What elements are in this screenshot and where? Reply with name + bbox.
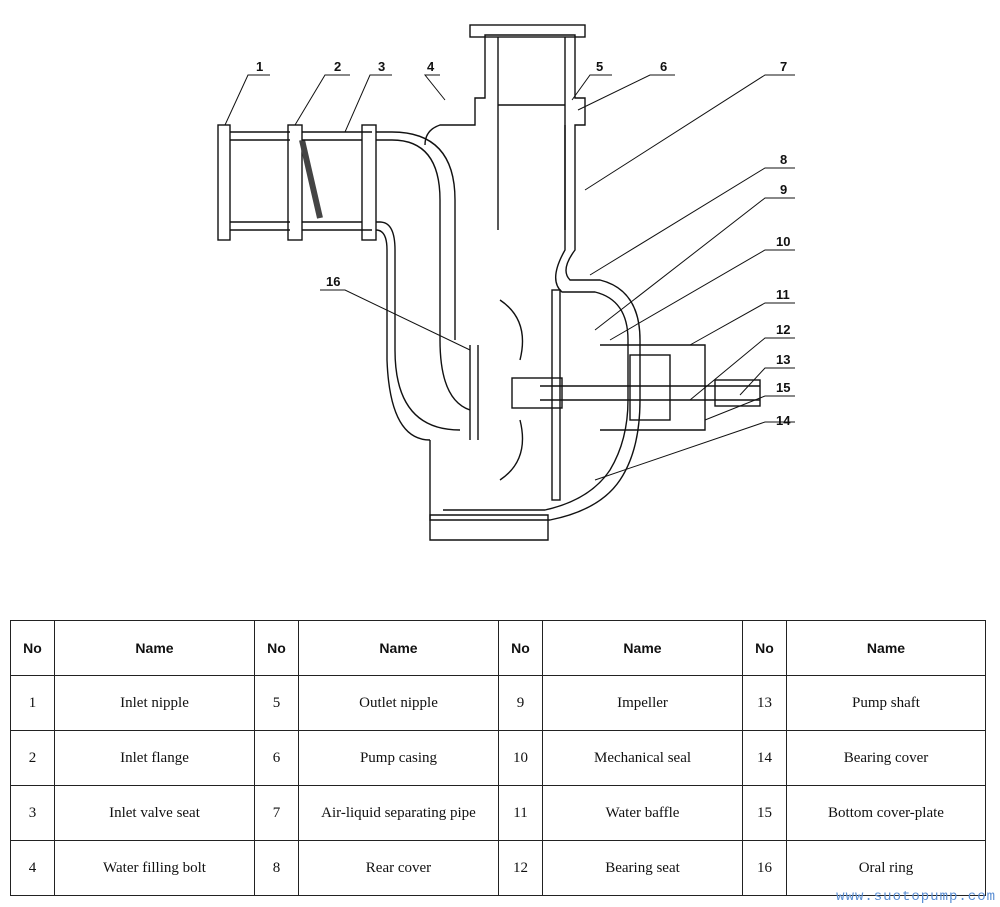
table-row: 4 Water filling bolt 8 Rear cover 12 Bea… bbox=[10, 840, 986, 896]
part-name: Mechanical seal bbox=[542, 730, 743, 786]
part-name: Bottom cover-plate bbox=[786, 785, 986, 841]
inlet-nipple bbox=[217, 124, 290, 241]
part-no: 9 bbox=[498, 675, 543, 731]
part-no: 2 bbox=[10, 730, 55, 786]
callout-13: 13 bbox=[776, 352, 790, 367]
part-no: 3 bbox=[10, 785, 55, 841]
callout-11: 11 bbox=[776, 287, 790, 302]
part-no: 10 bbox=[498, 730, 543, 786]
part-no: 15 bbox=[742, 785, 787, 841]
part-name: Bearing cover bbox=[786, 730, 986, 786]
part-name: Oral ring bbox=[786, 840, 986, 896]
callout-10: 10 bbox=[776, 234, 790, 249]
part-no: 1 bbox=[10, 675, 55, 731]
callout-numbers: 1 2 3 4 5 6 7 8 9 10 11 12 13 15 14 16 bbox=[256, 59, 791, 428]
part-name: Pump shaft bbox=[786, 675, 986, 731]
callout-6: 6 bbox=[660, 59, 667, 74]
part-name: Inlet nipple bbox=[54, 675, 255, 731]
callout-8: 8 bbox=[780, 152, 787, 167]
callout-16: 16 bbox=[326, 274, 340, 289]
header-name: Name bbox=[54, 620, 255, 676]
callout-9: 9 bbox=[780, 182, 787, 197]
impeller bbox=[469, 289, 563, 501]
part-name: Bearing seat bbox=[542, 840, 743, 896]
table-row: 2 Inlet flange 6 Pump casing 10 Mechanic… bbox=[10, 730, 986, 786]
part-no: 14 bbox=[742, 730, 787, 786]
part-no: 5 bbox=[254, 675, 299, 731]
header-no: No bbox=[498, 620, 543, 676]
callout-4: 4 bbox=[427, 59, 435, 74]
part-no: 6 bbox=[254, 730, 299, 786]
part-no: 16 bbox=[742, 840, 787, 896]
callout-7: 7 bbox=[780, 59, 787, 74]
callout-15: 15 bbox=[776, 380, 790, 395]
part-no: 11 bbox=[498, 785, 543, 841]
header-no: No bbox=[742, 620, 787, 676]
callout-3: 3 bbox=[378, 59, 385, 74]
callout-12: 12 bbox=[776, 322, 790, 337]
bottom-cover-plate bbox=[429, 514, 549, 541]
parts-table: No Name No Name No Name No Name 1 Inlet … bbox=[10, 620, 986, 896]
header-no: No bbox=[254, 620, 299, 676]
part-name: Outlet nipple bbox=[298, 675, 499, 731]
table-row: 3 Inlet valve seat 7 Air-liquid separati… bbox=[10, 785, 986, 841]
leader-lines bbox=[224, 74, 795, 481]
callout-14: 14 bbox=[776, 413, 791, 428]
part-no: 12 bbox=[498, 840, 543, 896]
watermark-url: www.suotopump.com bbox=[836, 889, 996, 905]
inlet-elbow bbox=[376, 139, 471, 431]
outlet-nipple bbox=[469, 24, 586, 230]
pump-cross-section-drawing: 1 2 3 4 5 6 7 8 9 10 11 12 13 15 14 16 bbox=[217, 24, 795, 541]
part-name: Rear cover bbox=[298, 840, 499, 896]
part-no: 4 bbox=[10, 840, 55, 896]
part-no: 8 bbox=[254, 840, 299, 896]
part-no: 7 bbox=[254, 785, 299, 841]
callout-1: 1 bbox=[256, 59, 263, 74]
part-name: Pump casing bbox=[298, 730, 499, 786]
callout-2: 2 bbox=[334, 59, 341, 74]
callout-5: 5 bbox=[596, 59, 603, 74]
part-no: 13 bbox=[742, 675, 787, 731]
header-name: Name bbox=[298, 620, 499, 676]
part-name: Air-liquid separating pipe bbox=[298, 785, 499, 841]
table-header-row: No Name No Name No Name No Name bbox=[10, 620, 986, 676]
part-name: Impeller bbox=[542, 675, 743, 731]
pump-shaft bbox=[540, 379, 761, 407]
header-no: No bbox=[10, 620, 55, 676]
bearing-seat bbox=[600, 344, 706, 431]
inlet-valve-seat bbox=[302, 124, 377, 241]
table-row: 1 Inlet nipple 5 Outlet nipple 9 Impelle… bbox=[10, 675, 986, 731]
part-name: Inlet valve seat bbox=[54, 785, 255, 841]
pump-casing-outline bbox=[424, 34, 641, 521]
inlet-flange bbox=[287, 124, 323, 241]
part-name: Inlet flange bbox=[54, 730, 255, 786]
header-name: Name bbox=[542, 620, 743, 676]
header-name: Name bbox=[786, 620, 986, 676]
part-name: Water baffle bbox=[542, 785, 743, 841]
part-name: Water filling bolt bbox=[54, 840, 255, 896]
